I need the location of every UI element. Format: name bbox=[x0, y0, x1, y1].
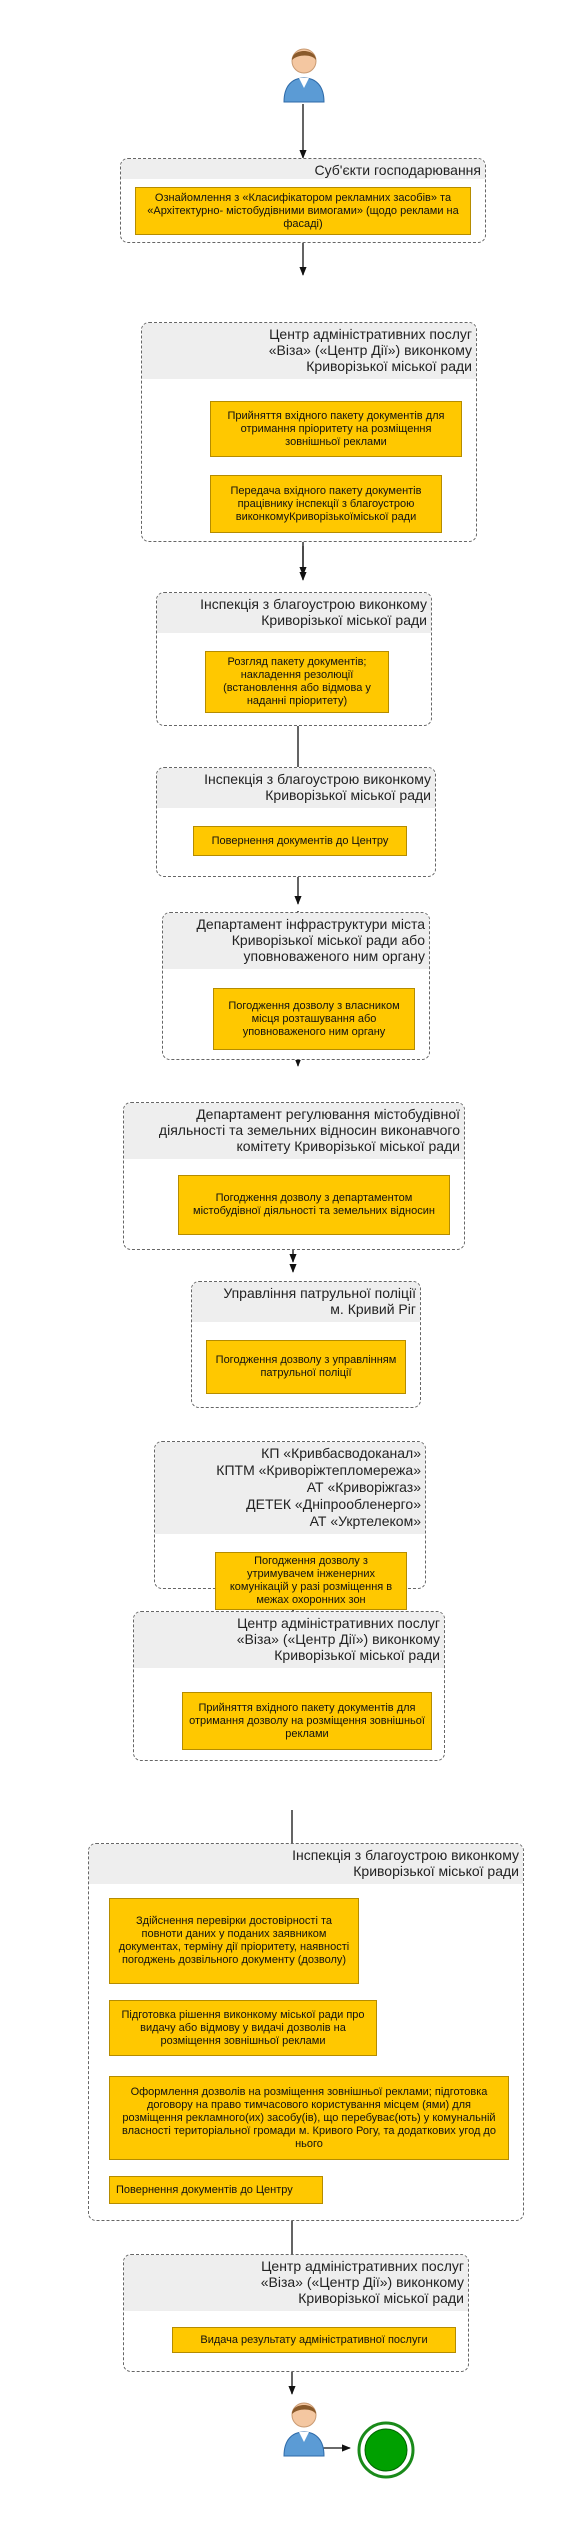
swimlane-admin-center-result: Центр адміністративних послуг «Віза» («Ц… bbox=[123, 2254, 469, 2372]
user-icon bbox=[283, 2402, 325, 2457]
actor-end bbox=[282, 2394, 326, 2458]
swimlane-utility-companies: КП «Кривбасводоканал» КПТМ «Криворіжтепл… bbox=[154, 1441, 426, 1610]
activity-review-docs[interactable]: Розгляд пакету документів; накладення ре… bbox=[205, 651, 389, 713]
swimlane-patrol-police: Управління патрульної поліції м. Кривий … bbox=[191, 1281, 421, 1408]
activity-review-classifier[interactable]: Ознайомлення з «Класифікатором рекламних… bbox=[135, 187, 471, 235]
activity-issue-permits[interactable]: Оформлення дозволів на розміщення зовніш… bbox=[109, 2076, 509, 2160]
lane-header: Інспекція з благоустрою виконкому Кривор… bbox=[157, 593, 431, 633]
activity-transfer-to-inspection[interactable]: Передача вхідного пакету документів прац… bbox=[210, 475, 442, 533]
activity-approve-police[interactable]: Погодження дозволу з управлінням патруль… bbox=[206, 1340, 406, 1394]
activity-approve-urban-planning[interactable]: Погодження дозволу з департаментом місто… bbox=[178, 1175, 450, 1235]
activity-accept-permit-docs[interactable]: Прийняття вхідного пакету документів для… bbox=[182, 1692, 432, 1750]
lane-header: Інспекція з благоустрою виконкому Кривор… bbox=[89, 1844, 523, 1884]
lane-header: Департамент регулювання містобудівної ді… bbox=[124, 1103, 464, 1159]
swimlane-admin-center-permit: Центр адміністративних послуг «Віза» («Ц… bbox=[133, 1611, 445, 1761]
lane-header: Центр адміністративних послуг «Віза» («Ц… bbox=[134, 1612, 444, 1668]
activity-return-to-center[interactable]: Повернення документів до Центру bbox=[109, 2176, 323, 2204]
lane-title: Суб'єкти господарювання bbox=[314, 162, 481, 178]
activity-verify-data[interactable]: Здійснення перевірки достовірності та по… bbox=[109, 1898, 359, 1984]
lane-header: Суб'єкти господарювання bbox=[121, 159, 485, 179]
lane-header: КП «Кривбасводоканал» КПТМ «Криворіжтепл… bbox=[155, 1442, 425, 1534]
lane-header: Управління патрульної поліції м. Кривий … bbox=[192, 1282, 420, 1322]
swimlane-inspection-return: Інспекція з благоустрою виконкому Кривор… bbox=[156, 767, 436, 877]
swimlane-urban-planning-department: Департамент регулювання містобудівної ді… bbox=[123, 1102, 465, 1250]
end-circle-icon bbox=[357, 2421, 415, 2479]
lane-header: Інспекція з благоустрою виконкому Кривор… bbox=[157, 768, 435, 808]
lane-header: Центр адміністративних послуг «Віза» («Ц… bbox=[124, 2255, 468, 2311]
activity-approve-utilities[interactable]: Погодження дозволу з утримувачем інженер… bbox=[215, 1552, 407, 1610]
actor-start bbox=[282, 40, 326, 104]
swimlane-infrastructure-department: Департамент інфраструктури міста Криворі… bbox=[162, 912, 430, 1060]
end-event bbox=[356, 2420, 416, 2480]
lane-header: Департамент інфраструктури міста Криворі… bbox=[163, 913, 429, 969]
activity-return-docs[interactable]: Повернення документів до Центру bbox=[193, 826, 407, 856]
swimlane-admin-center: Центр адміністративних послуг «Віза» («Ц… bbox=[141, 322, 477, 542]
user-icon bbox=[283, 48, 325, 103]
activity-prepare-decision[interactable]: Підготовка рішення виконкому міської рад… bbox=[109, 2000, 377, 2056]
lane-header: Центр адміністративних послуг «Віза» («Ц… bbox=[142, 323, 476, 379]
activity-issue-result[interactable]: Видача результату адміністративної послу… bbox=[172, 2327, 456, 2353]
swimlane-business-entities: Суб'єкти господарювання Ознайомлення з «… bbox=[120, 158, 486, 243]
swimlane-inspection-permit: Інспекція з благоустрою виконкому Кривор… bbox=[88, 1843, 524, 2221]
activity-accept-priority-docs[interactable]: Прийняття вхідного пакету документів для… bbox=[210, 401, 462, 457]
swimlane-inspection: Інспекція з благоустрою виконкому Кривор… bbox=[156, 592, 432, 726]
activity-approve-with-owner[interactable]: Погодження дозволу з власником місця роз… bbox=[213, 988, 415, 1050]
